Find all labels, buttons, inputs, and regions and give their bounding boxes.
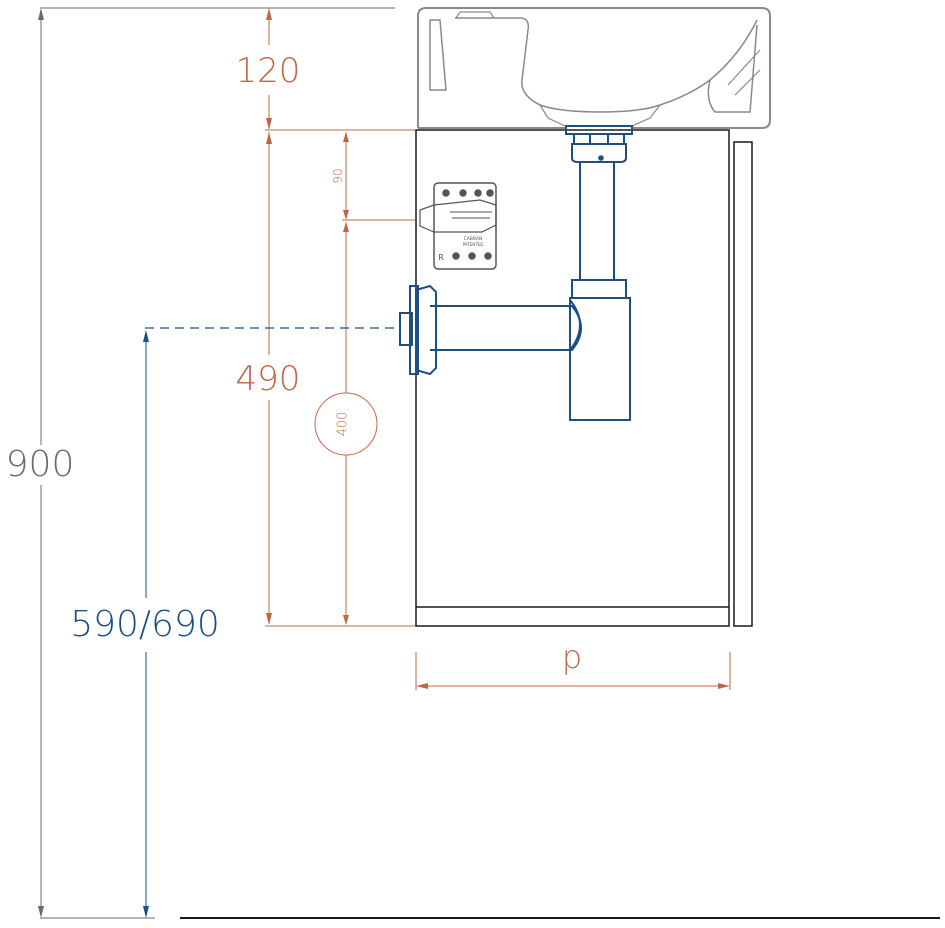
label-depth: p [562,638,582,676]
dimension-cabinet-height [265,132,415,627]
label-cabinet-height: 490 [236,359,301,399]
wall-bracket [419,182,497,270]
label-drain-height: 590/690 [70,604,220,645]
label-circle-400: 400 [336,412,351,437]
dimension-circle-400 [314,222,378,625]
dimension-drain-height [143,327,400,918]
washbasin [417,7,771,129]
bracket-patent-text: PATENTED [463,242,484,247]
bracket-side-letter: R [438,253,444,262]
label-basin-top: 120 [236,51,301,91]
dimension-depth [415,652,731,690]
dimension-basin-top [265,8,415,131]
vanity-cabinet [415,129,753,627]
label-bracket-offset: 90 [331,168,345,183]
dimension-total-height [38,7,395,919]
label-total-height: 900 [6,444,75,485]
siphon-trap [399,125,633,421]
bracket-brand-text: CABBAN [464,236,483,242]
dimension-bracket-offset [342,132,415,221]
